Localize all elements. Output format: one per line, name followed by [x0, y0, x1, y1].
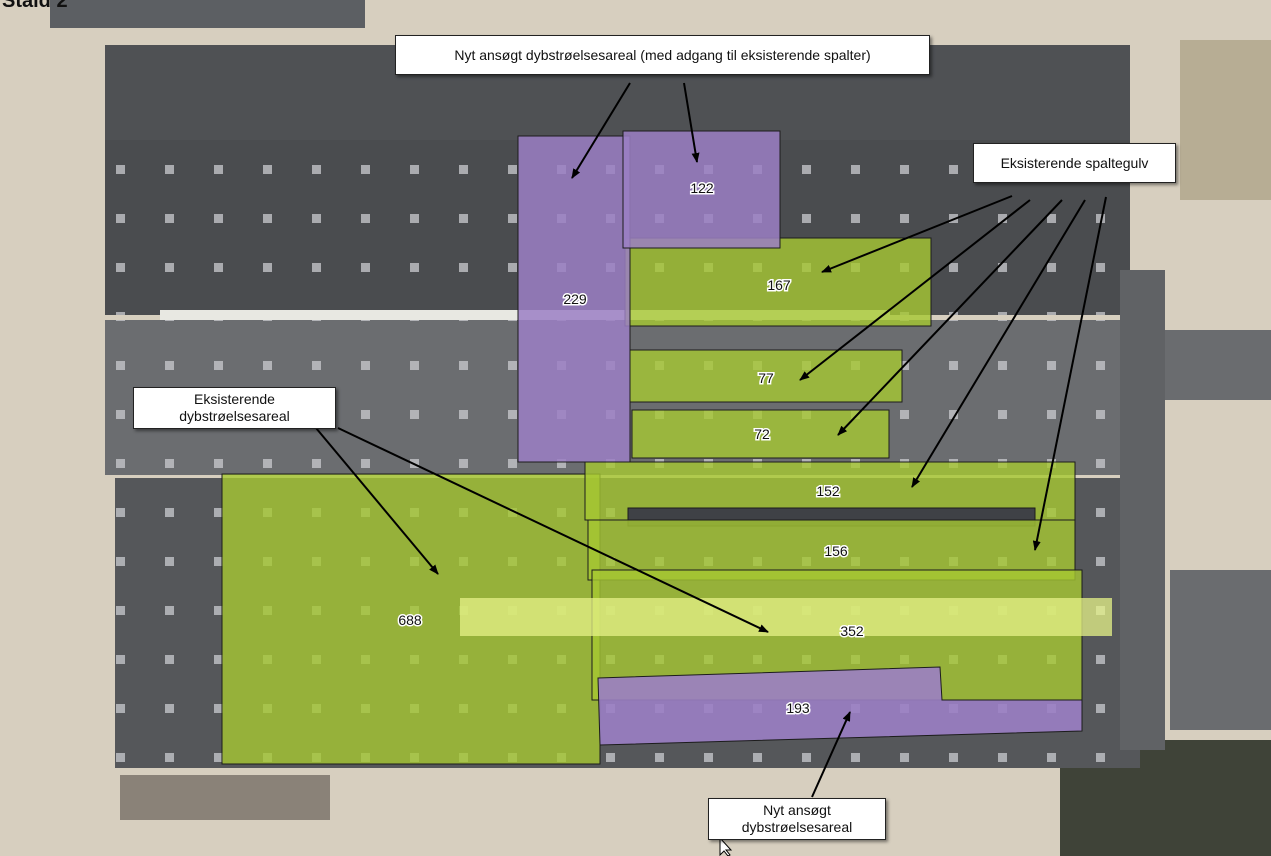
- label-156: 156: [824, 543, 848, 559]
- arrow-new-to-193: [811, 711, 851, 798]
- area-77: [629, 349, 903, 403]
- label-167: 167: [767, 277, 791, 293]
- area-193: [597, 666, 1083, 746]
- arrow-existing-to-688: [315, 427, 439, 575]
- callout-existing-slatted-text: Eksisterende spaltegulv: [1000, 154, 1149, 171]
- roof-right-wing: [1120, 270, 1165, 750]
- arrow-slatted-to-156: [1032, 196, 1107, 551]
- building-top-left: [50, 0, 365, 28]
- callout-new-area-line2: dybstrøelsesareal: [741, 819, 853, 835]
- arrow-slatted-to-167: [821, 195, 1013, 273]
- label-193: 193: [786, 700, 810, 716]
- callout-existing-deep-litter-line2: dybstrøelsesareal: [179, 408, 290, 424]
- callout-existing-deep-litter-line1: Eksisterende: [194, 391, 275, 407]
- arrows: [315, 82, 1107, 798]
- area-229: [517, 135, 631, 463]
- label-688: 688: [398, 612, 422, 628]
- label-122: 122: [690, 180, 714, 196]
- arrow-slatted-to-152: [911, 199, 1086, 488]
- label-72: 72: [754, 426, 770, 442]
- arrow-slatted-to-77: [799, 199, 1031, 381]
- label-229: 229: [563, 291, 587, 307]
- ground-patch-right: [1180, 40, 1271, 200]
- callout-existing-slatted: Eksisterende spaltegulv: [973, 143, 1176, 183]
- building-right-lower: [1170, 570, 1271, 730]
- callout-new-area-access-text: Nyt ansøgt dybstrøelsesareal (med adgang…: [454, 46, 871, 63]
- callout-new-area-access: Nyt ansøgt dybstrøelsesareal (med adgang…: [395, 35, 930, 75]
- arrow-slatted-to-72: [837, 199, 1063, 436]
- arrow-new-to-122: [683, 82, 700, 163]
- crates-bottom-left: [120, 775, 330, 820]
- label-352: 352: [840, 623, 864, 639]
- area-122: [622, 130, 781, 249]
- label-77: 77: [758, 370, 774, 386]
- ridge-light-lower: [460, 598, 1112, 636]
- arrow-existing-to-352: [337, 427, 769, 633]
- arrow-new-to-229: [571, 82, 631, 179]
- page-title: Stald 2: [2, 0, 68, 12]
- callout-existing-deep-litter: Eksisterende dybstrøelsesareal: [133, 387, 336, 429]
- label-152: 152: [816, 483, 840, 499]
- building-right-upper: [1160, 330, 1271, 400]
- callout-new-area: Nyt ansøgt dybstrøelsesareal: [708, 798, 886, 840]
- callout-new-area-line1: Nyt ansøgt: [763, 802, 831, 818]
